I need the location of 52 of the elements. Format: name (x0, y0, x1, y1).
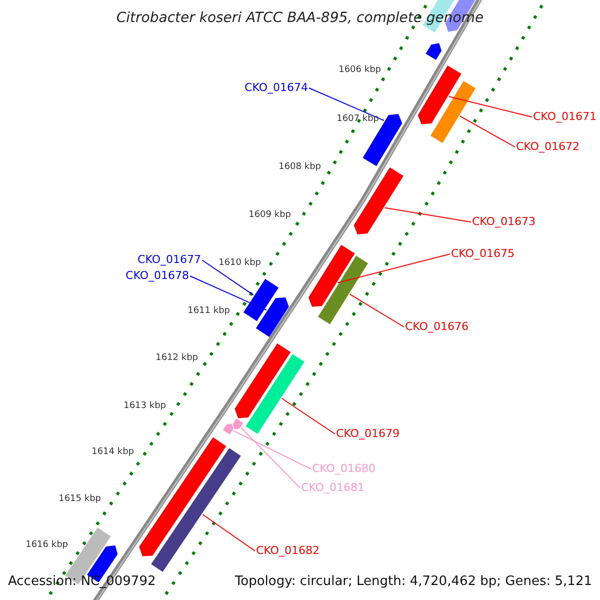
gene-feature (222, 424, 234, 434)
tick-label: 1606 kbp (338, 65, 381, 76)
leader-line (308, 88, 384, 121)
gene-label: CKO_01681 (301, 481, 364, 495)
leader-line (232, 430, 312, 470)
gene-feature (426, 43, 442, 60)
gene-feature (234, 343, 291, 418)
tick-label: 1611 kbp (188, 306, 230, 317)
tick-label: 1608 kbp (278, 162, 321, 173)
tick-label: 1612 kbp (156, 353, 198, 364)
title: Citrobacter koseri ATCC BAA-895, complete genome (115, 9, 485, 27)
leader-line (281, 398, 336, 434)
leader-line (190, 276, 267, 311)
gene-feature (362, 114, 402, 166)
gene-label: CKO_01678 (126, 269, 189, 283)
gene-feature (354, 167, 404, 234)
gene-label: CKO_01680 (312, 462, 376, 476)
gene-feature (243, 278, 279, 322)
gene-bar (430, 81, 476, 143)
gene-label: CKO_01679 (336, 427, 400, 441)
leader-line (349, 294, 404, 328)
tick-label: 1614 kbp (92, 447, 134, 458)
leader-line (202, 514, 256, 552)
gene-label: CKO_01682 (256, 544, 320, 558)
leader-line (202, 260, 254, 296)
tick-label: 1610 kbp (218, 258, 261, 269)
gene-feature (308, 244, 355, 307)
tick-label: 1607 kbp (336, 114, 379, 125)
gene-feature (418, 66, 462, 124)
leader-line (337, 254, 450, 284)
gene-label: CKO_01675 (451, 247, 514, 261)
gene-feature (256, 297, 289, 337)
footer-text: Topology: circular; Length: 4,720,462 bp; Genes: 5,121 (234, 574, 592, 590)
gene-bar (318, 256, 368, 324)
gene-label: CKO_01677 (138, 253, 201, 267)
tick-label: 1613 kbp (124, 401, 166, 412)
gene-bar (151, 448, 241, 572)
gene-feature (139, 437, 226, 556)
tick-label: 1615 kbp (58, 494, 101, 505)
gene-label: CKO_01676 (405, 320, 468, 334)
tick-label: 1616 kbp (26, 540, 68, 551)
footer-text: Accession: NC_009792 (8, 574, 156, 590)
gene-bar (246, 354, 304, 434)
leader-line (240, 427, 300, 488)
leader-line (448, 96, 532, 118)
tick-label: 1609 kbp (248, 210, 291, 221)
leader-line (459, 116, 516, 148)
gene-label: CKO_01671 (533, 110, 596, 124)
gene-label: CKO_01672 (516, 140, 580, 154)
gene-label: CKO_01674 (244, 81, 308, 95)
leader-line (384, 207, 472, 222)
gene-label: CKO_01673 (472, 215, 536, 229)
